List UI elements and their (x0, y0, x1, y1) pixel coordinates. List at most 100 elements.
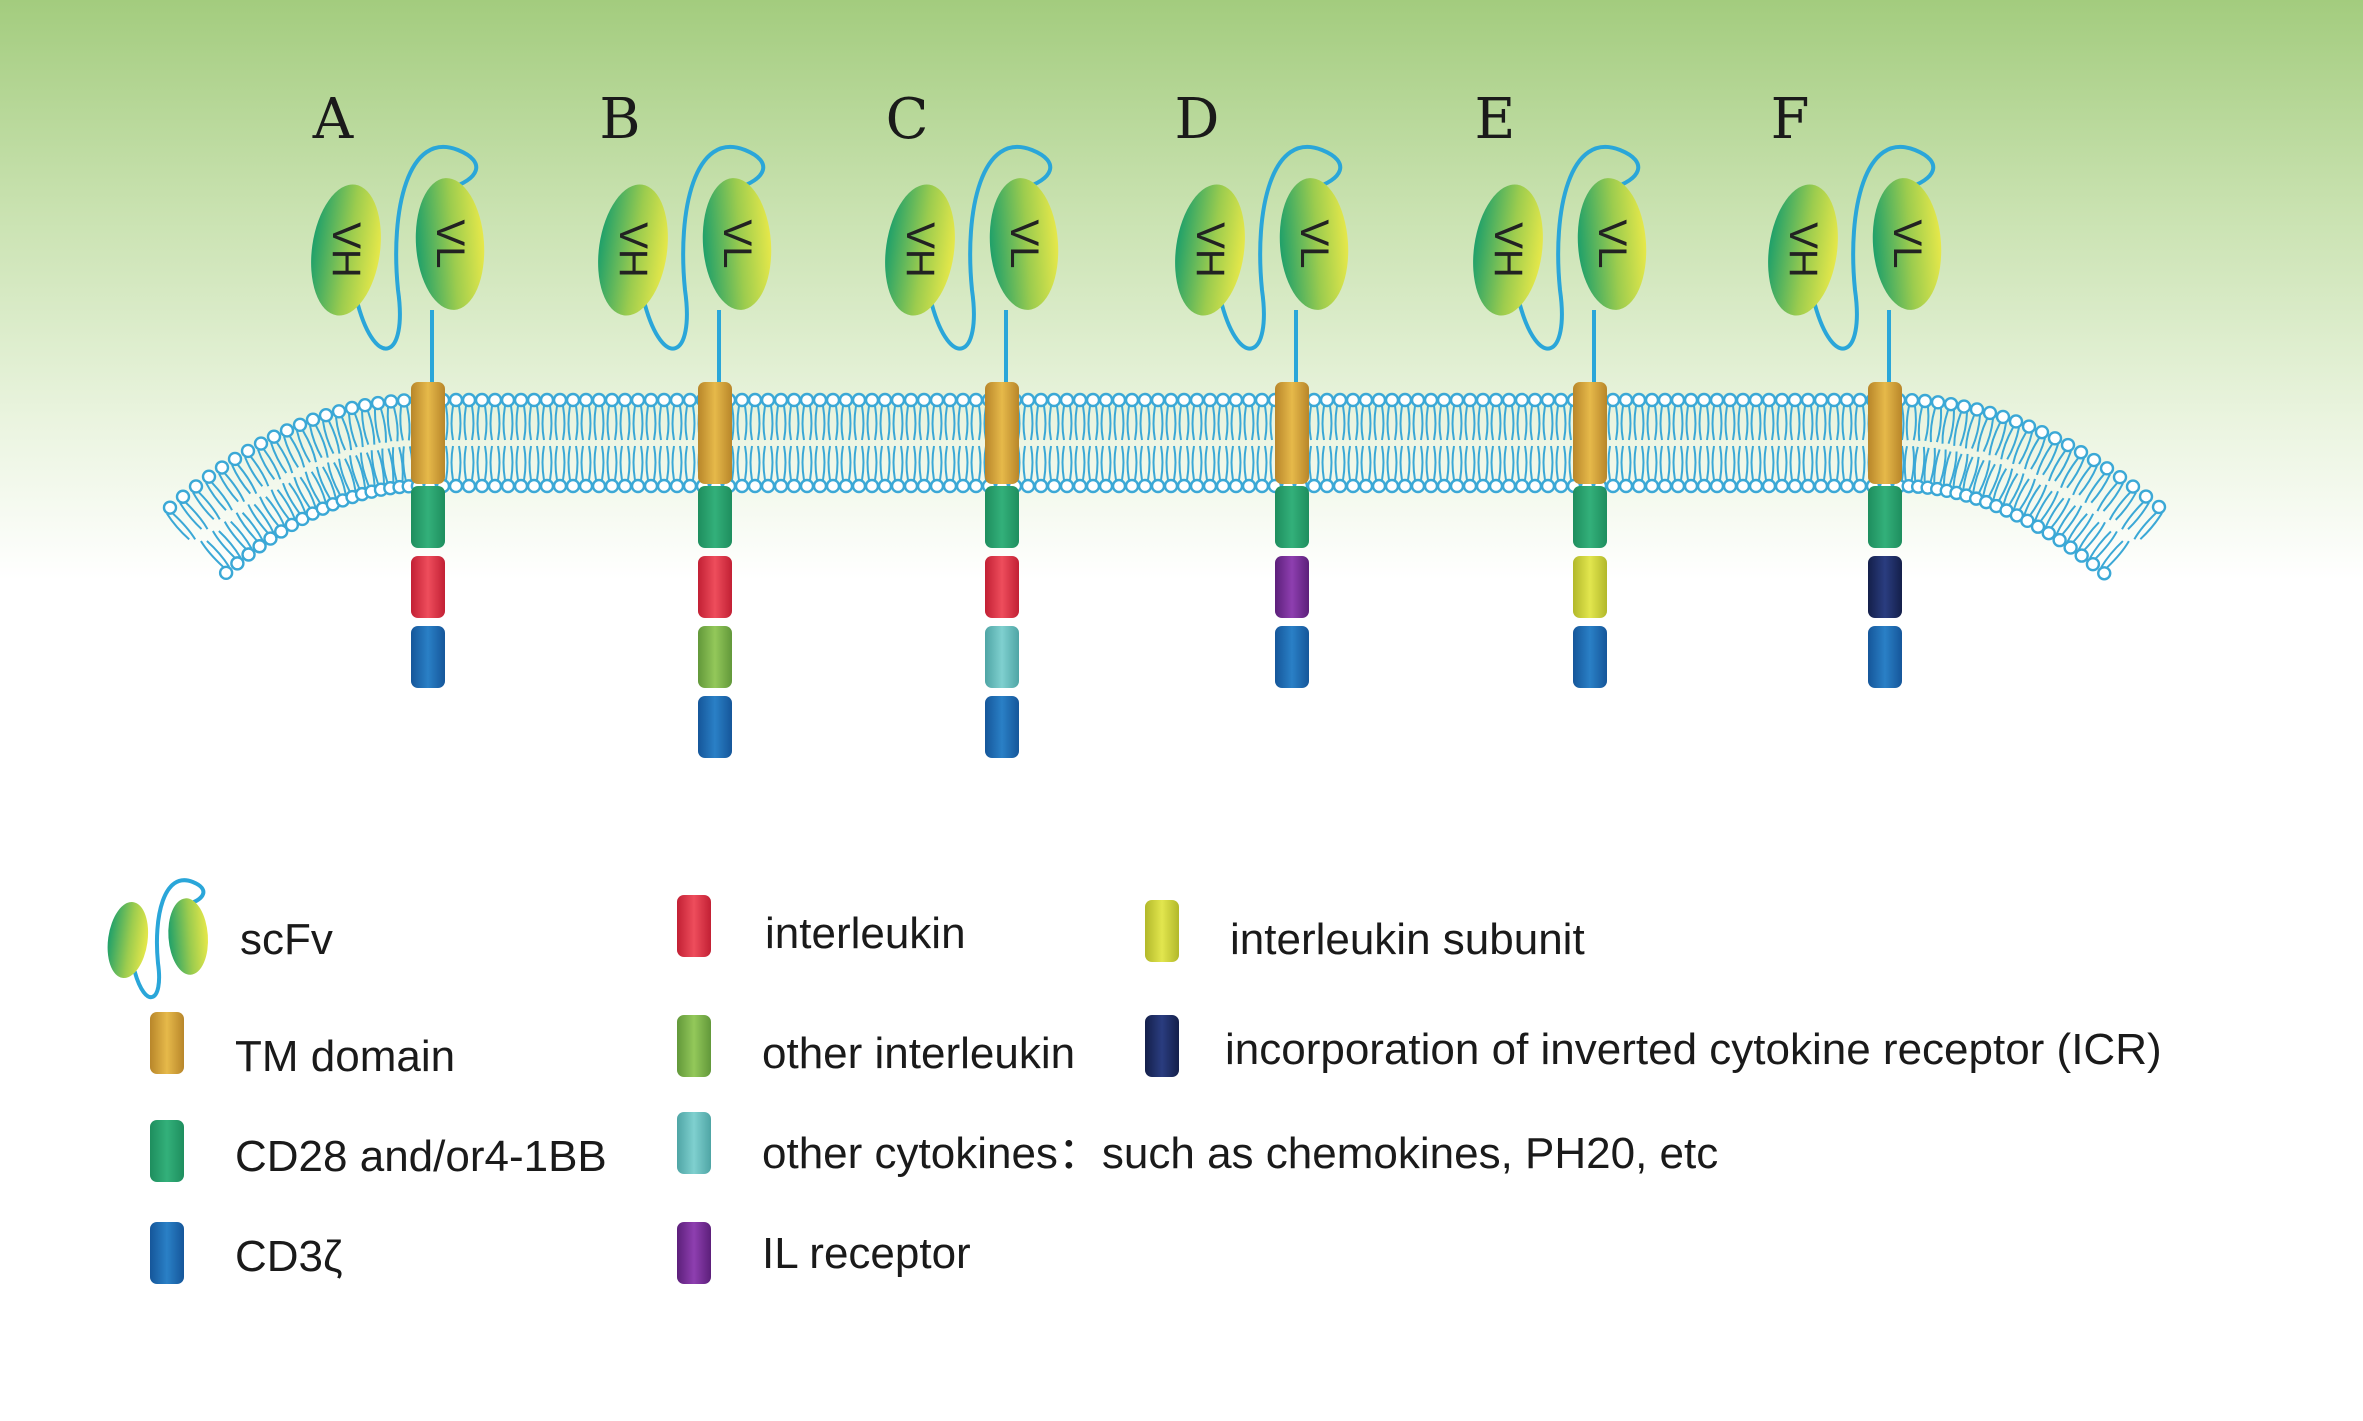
lipid-head (1774, 478, 1790, 494)
lipid-tail (1139, 445, 1151, 481)
module-cd3z (698, 696, 732, 758)
lipid-tail (528, 445, 540, 481)
legend-swatch-other-interleukin (677, 1015, 711, 1077)
lipid-head (929, 478, 945, 494)
lipid-tail (1763, 405, 1775, 441)
lipid-tail (645, 405, 657, 441)
lipid-tail (1360, 405, 1372, 441)
lipid-head (526, 392, 542, 408)
lipid-head (1787, 478, 1803, 494)
lipid-head (1189, 478, 1205, 494)
lipid-head (1631, 478, 1647, 494)
lipid-tail (205, 482, 233, 511)
lipid-head (916, 478, 932, 494)
vh-domain (107, 901, 149, 979)
lipid-tail (1035, 405, 1047, 441)
lipid-head (461, 392, 477, 408)
lipid-head (188, 479, 204, 494)
lipid-tail (1412, 405, 1424, 441)
lipid-tail (2096, 482, 2124, 512)
lipid-tail (1953, 412, 1968, 447)
lipid-head (1423, 392, 1439, 408)
lipid-head (1072, 478, 1088, 494)
lipid-head (799, 478, 815, 494)
lipid-tail (463, 405, 475, 441)
lipid-tail (1126, 405, 1138, 441)
lipid-head (578, 392, 594, 408)
scfv-linker (1518, 145, 1641, 351)
vh-label: VH (898, 222, 942, 278)
lipid-head (1956, 399, 1972, 414)
legend-swatch-cd3z (150, 1222, 184, 1284)
module-interleukin (698, 556, 732, 618)
lipid-head (513, 478, 529, 494)
lipid-head (747, 392, 763, 408)
lipid-head (903, 478, 919, 494)
lipid-head (1709, 392, 1725, 408)
lipid-tail (1903, 445, 1915, 481)
lipid-head (2112, 469, 2128, 485)
lipid-head (942, 392, 958, 408)
lipid-tail (1113, 405, 1125, 441)
lipid-tail (1529, 405, 1541, 441)
lipid-head (786, 478, 802, 494)
lipid-tail (957, 445, 969, 481)
lipid-tail (762, 405, 774, 441)
lipid-head (1540, 478, 1556, 494)
vh-label: VH (1781, 222, 1825, 278)
lipid-head (292, 417, 308, 433)
lipid-tail (632, 445, 644, 481)
lipid-tail (2035, 443, 2059, 476)
lipid-head (1436, 478, 1452, 494)
lipid-tail (1982, 463, 2002, 497)
lipid-head (825, 392, 841, 408)
lipid-head (2021, 419, 2037, 434)
lipid-tail (944, 405, 956, 441)
lipid-tail (593, 405, 605, 441)
lipid-tail (1100, 405, 1112, 441)
lipid-head (565, 392, 581, 408)
lipid-tail (463, 445, 475, 481)
lipid-tail (1373, 405, 1385, 441)
lipid-tail (892, 405, 904, 441)
lipid-tail (282, 482, 307, 514)
lipid-tail (2089, 530, 2118, 559)
lipid-head (263, 531, 278, 546)
lipid-head (890, 392, 906, 408)
lipid-head (851, 478, 867, 494)
lipid-tail (1933, 449, 1947, 484)
lipid-tail (309, 425, 329, 459)
lipid-head (812, 392, 828, 408)
module-il-receptor (1275, 556, 1309, 618)
lipid-head (929, 392, 945, 408)
lipid-head (1540, 392, 1556, 408)
lipid-tail (1542, 445, 1554, 481)
lipid-head (218, 565, 234, 581)
lipid-tail (515, 405, 527, 441)
module-cd3z (1573, 626, 1607, 688)
lipid-tail (1828, 405, 1840, 441)
lipid-tail (270, 489, 296, 520)
lipid-head (1163, 392, 1179, 408)
lipid-tail (801, 405, 813, 441)
tm-domain (411, 382, 445, 484)
lipid-tail (1802, 445, 1814, 481)
lipid-head (1722, 478, 1738, 494)
lipid-tail (1841, 405, 1853, 441)
lipid-head (1501, 478, 1517, 494)
lipid-tail (1841, 445, 1853, 481)
lipid-tail (1620, 405, 1632, 441)
lipid-head (201, 469, 217, 484)
lipid-head (1644, 478, 1660, 494)
lipid-head (1033, 478, 1049, 494)
vh-domain (885, 184, 955, 316)
lipid-tail (840, 405, 852, 441)
lipid-tail (270, 442, 294, 474)
lipid-head (799, 392, 815, 408)
legend-label-interleukin-subunit: interleukin subunit (1230, 915, 1585, 964)
lipid-head (2074, 548, 2089, 563)
lipid-head (1384, 478, 1400, 494)
lipid-tail (450, 405, 462, 441)
